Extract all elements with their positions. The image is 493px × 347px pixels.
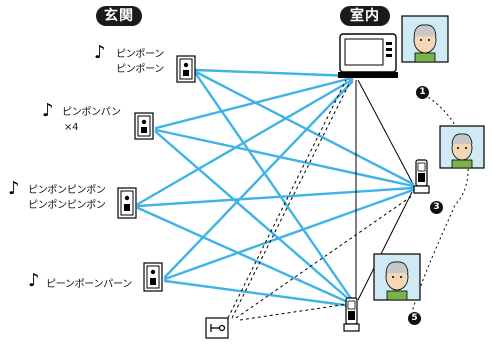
chime-label-3: ピンポンピンポン ピンポンピンポン — [28, 184, 106, 212]
handset-5 — [343, 297, 360, 332]
chime-1-line1: ピンポーン — [116, 49, 164, 60]
electric-lock — [205, 317, 229, 339]
chime-2-line2: ×4 — [64, 122, 79, 133]
lock-link-monitor-b — [231, 81, 351, 319]
door-station-2 — [134, 112, 154, 140]
music-note-icon: ♪ — [94, 42, 106, 63]
door-station-1 — [176, 55, 196, 83]
lock-link-handset5 — [239, 303, 349, 321]
chime-3-line2: ピンポンピンポン — [28, 200, 106, 211]
face-thumb-3 — [439, 125, 485, 169]
link-handset3-handset5 — [357, 191, 413, 301]
chime-label-1: ピンポーン ピンポーン — [116, 48, 164, 76]
handset-3 — [413, 159, 430, 194]
chime-1-line2: ピンポーン — [116, 64, 164, 75]
wire-door3-handset5 — [136, 206, 354, 306]
wire-door3-monitor — [136, 78, 354, 206]
chime-3-line1: ピンポンピンポン — [28, 185, 106, 196]
blue-wire-group — [136, 68, 415, 308]
chime-2-line1: ピンポンパン — [62, 107, 121, 118]
master-monitor — [338, 33, 398, 78]
door-station-4 — [143, 262, 163, 292]
wire-door1-monitor — [194, 68, 354, 78]
indoor-links — [355, 79, 413, 301]
lock-links — [227, 79, 413, 321]
wire-door1-handset3 — [194, 70, 415, 186]
face-thumb-1 — [401, 15, 449, 63]
music-note-icon: ♪ — [8, 178, 20, 199]
chime-label-2: ピンポンパン ×4 — [62, 106, 121, 134]
wire-door4-handset3 — [163, 188, 415, 281]
wire-door2-handset5 — [154, 130, 354, 304]
music-note-icon: ♪ — [42, 100, 54, 121]
wire-door2-monitor — [154, 76, 354, 130]
wire-door3-handset3 — [136, 186, 415, 208]
link-monitor-handset3 — [357, 79, 413, 183]
wire-door4-monitor — [163, 80, 354, 279]
chime-label-4: ピーンポーンパーン — [46, 278, 132, 291]
room-number-5: 5 — [408, 312, 421, 325]
room-number-3: 3 — [430, 201, 443, 214]
chime-4-line1: ピーンポーンパーン — [46, 279, 132, 290]
music-note-icon: ♪ — [28, 270, 40, 291]
wire-door4-handset5 — [163, 279, 354, 308]
entrance-header: 玄関 — [96, 6, 142, 26]
face-thumb-5 — [373, 253, 421, 301]
wire-door2-handset3 — [154, 128, 415, 188]
room-number-1: 1 — [416, 86, 429, 99]
indoor-header: 室内 — [340, 6, 390, 26]
door-station-3 — [117, 187, 137, 219]
lock-link-monitor-a — [227, 79, 347, 319]
